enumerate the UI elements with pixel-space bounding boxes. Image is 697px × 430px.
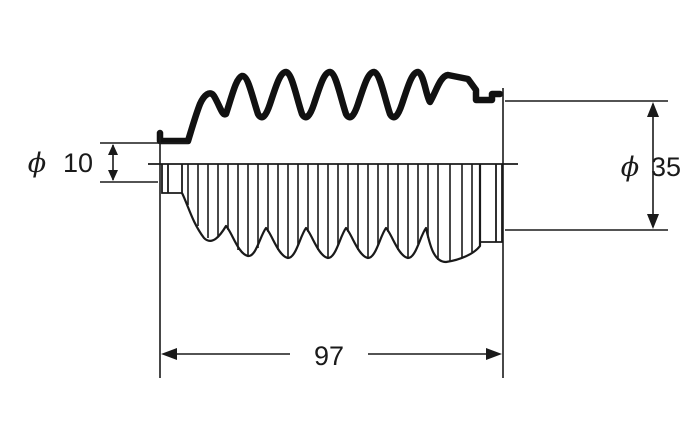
large-diameter-arrow-bottom [647,214,659,229]
bellows-section [148,163,518,264]
large-diameter-dimension: ϕ 35 [505,100,681,231]
bellows-section-outline [181,164,482,264]
large-diameter-symbol: ϕ [621,152,639,183]
length-value: 97 [314,341,344,371]
small-diameter-symbol: ϕ [28,148,46,179]
large-diameter-arrow-top [647,102,659,117]
small-end-collar [161,164,183,194]
length-arrow-left [161,348,177,360]
section-hatching [187,164,473,261]
small-diameter-dimension: ϕ 10 [28,142,188,183]
large-end-collar [480,164,503,243]
length-arrow-right [486,348,502,360]
small-diameter-value: 10 [63,148,93,178]
large-diameter-value: 35 [651,152,681,182]
length-dimension: 97 [159,88,504,378]
bellows-top-profile [156,68,504,145]
small-diameter-arrow-top [108,144,118,155]
small-diameter-arrow-bottom [108,170,118,181]
